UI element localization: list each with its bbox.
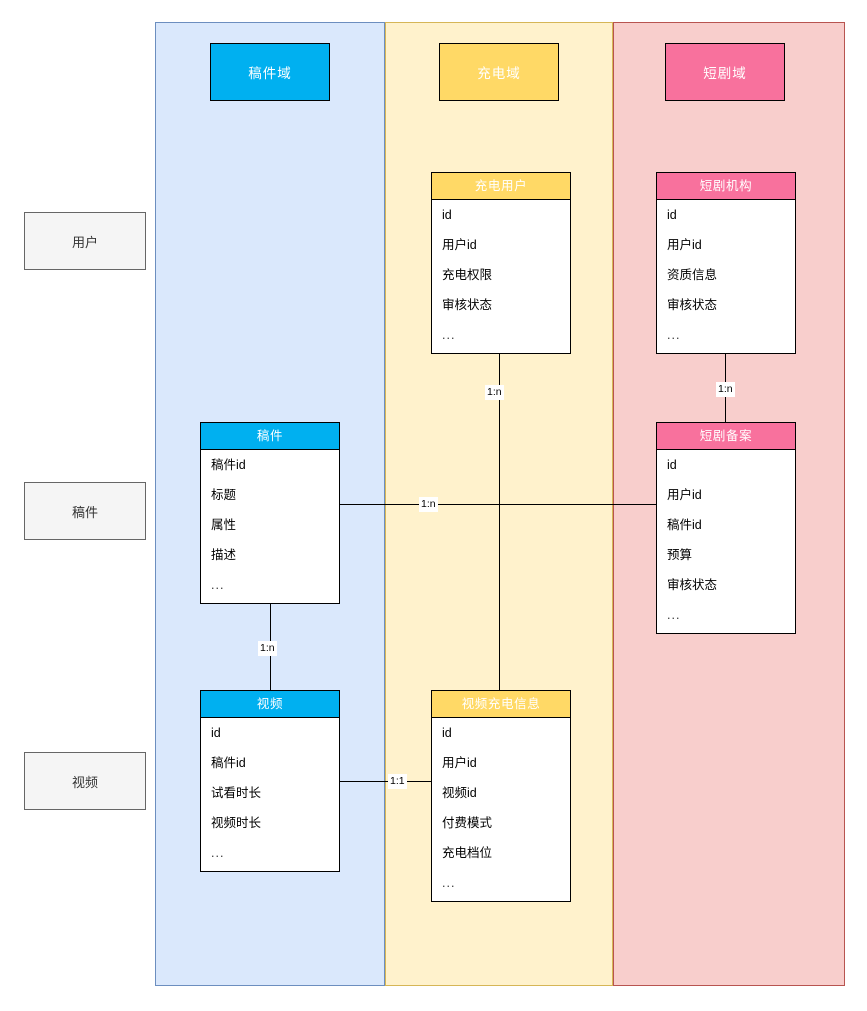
entity-title-drama-filing: 短剧备案 (657, 423, 795, 450)
entity-field: 审核状态 (667, 578, 718, 592)
entity-charge-user[interactable]: 充电用户 id 用户id 充电权限 审核状态 ... (431, 172, 571, 354)
entity-fields-charge-user: id 用户id 充电权限 审核状态 ... (432, 200, 570, 350)
entity-field: 审核状态 (442, 298, 493, 312)
entity-field: 试看时长 (211, 786, 262, 800)
entity-field: 稿件id (211, 756, 246, 770)
entity-title-charge-user: 充电用户 (432, 173, 570, 200)
entity-field: ... (442, 328, 456, 342)
entity-field: ... (667, 328, 681, 342)
entity-field: 标题 (211, 488, 237, 502)
entity-field: 描述 (211, 548, 237, 562)
entity-field: 充电档位 (442, 846, 493, 860)
swimlane-header-drama-domain[interactable]: 短剧域 (665, 43, 785, 101)
entity-video-charge-info[interactable]: 视频充电信息 id 用户id 视频id 付费模式 充电档位 ... (431, 690, 571, 902)
connector-video-to-video-charge-info (340, 781, 432, 783)
entity-video[interactable]: 视频 id 稿件id 试看时长 视频时长 ... (200, 690, 340, 872)
entity-field: 用户id (442, 238, 477, 252)
entity-field: 付费模式 (442, 816, 493, 830)
row-label-draft[interactable]: 稿件 (24, 482, 146, 540)
swimlane-header-draft-domain[interactable]: 稿件域 (210, 43, 330, 101)
entity-title-drama-org: 短剧机构 (657, 173, 795, 200)
entity-title-draft: 稿件 (201, 423, 339, 450)
connector-draft-to-drama-filing (340, 504, 657, 506)
entity-fields-video: id 稿件id 试看时长 视频时长 ... (201, 718, 339, 868)
entity-title-video-charge-info: 视频充电信息 (432, 691, 570, 718)
relationship-label-draft-video: 1:n (258, 641, 277, 656)
swimlane-header-charge-domain[interactable]: 充电域 (439, 43, 559, 101)
entity-field: id (211, 726, 221, 740)
row-label-user[interactable]: 用户 (24, 212, 146, 270)
entity-field: id (442, 726, 452, 740)
entity-fields-drama-org: id 用户id 资质信息 审核状态 ... (657, 200, 795, 350)
entity-field: 稿件id (667, 518, 702, 532)
entity-field: ... (442, 876, 456, 890)
entity-field: ... (667, 608, 681, 622)
entity-field: 视频时长 (211, 816, 262, 830)
entity-field: 稿件id (211, 458, 246, 472)
entity-field: 资质信息 (667, 268, 718, 282)
entity-field: 属性 (211, 518, 237, 532)
relationship-label-charge-user-video-charge-info: 1:n (485, 385, 504, 400)
relationship-label-video-video-charge-info: 1:1 (388, 774, 407, 789)
entity-field: 审核状态 (667, 298, 718, 312)
entity-field: id (667, 208, 677, 222)
entity-field: ... (211, 578, 225, 592)
entity-field: id (442, 208, 452, 222)
entity-field: ... (211, 846, 225, 860)
entity-field: 预算 (667, 548, 693, 562)
entity-draft[interactable]: 稿件 稿件id 标题 属性 描述 ... (200, 422, 340, 604)
relationship-label-draft-drama-filing: 1:n (419, 497, 438, 512)
entity-field: 用户id (442, 756, 477, 770)
entity-fields-drama-filing: id 用户id 稿件id 预算 审核状态 ... (657, 450, 795, 630)
entity-field: id (667, 458, 677, 472)
entity-field: 用户id (667, 238, 702, 252)
entity-drama-org[interactable]: 短剧机构 id 用户id 资质信息 审核状态 ... (656, 172, 796, 354)
entity-field: 充电权限 (442, 268, 493, 282)
entity-field: 用户id (667, 488, 702, 502)
connector-charge-user-to-video-charge-info (499, 354, 501, 691)
entity-title-video: 视频 (201, 691, 339, 718)
relationship-label-drama-org-drama-filing: 1:n (716, 382, 735, 397)
entity-fields-draft: 稿件id 标题 属性 描述 ... (201, 450, 339, 600)
entity-field: 视频id (442, 786, 477, 800)
entity-drama-filing[interactable]: 短剧备案 id 用户id 稿件id 预算 审核状态 ... (656, 422, 796, 634)
entity-fields-video-charge-info: id 用户id 视频id 付费模式 充电档位 ... (432, 718, 570, 898)
row-label-video[interactable]: 视频 (24, 752, 146, 810)
